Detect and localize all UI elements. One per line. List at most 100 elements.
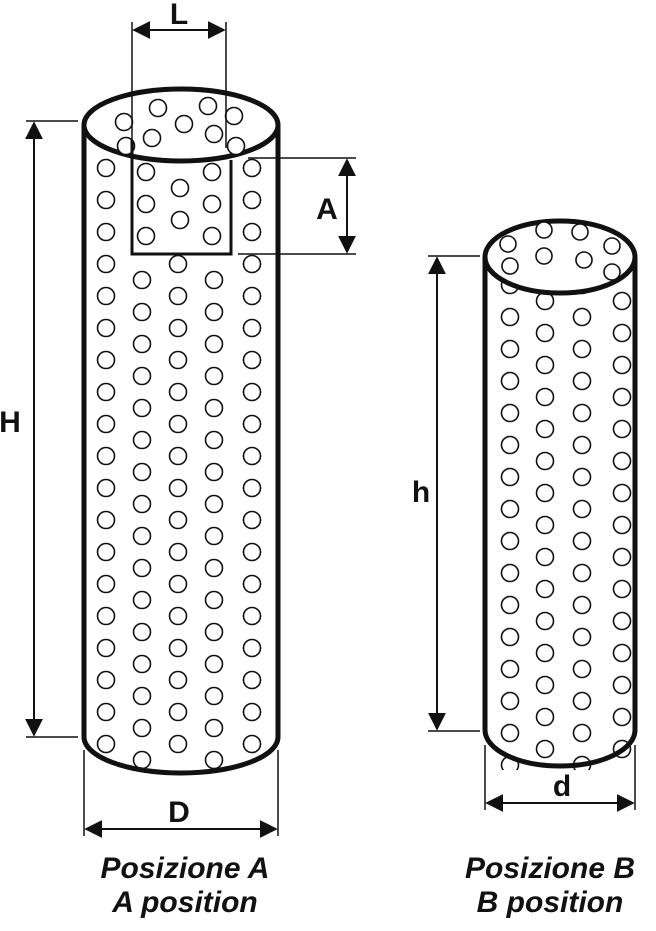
label-h-upper: H [0,406,21,439]
perforation-hole [242,542,262,562]
perforation-hole [174,114,194,134]
perforation-hole [168,702,188,722]
perforation-hole [242,670,262,690]
perforation-hole [535,579,555,599]
perforation-hole [96,318,116,338]
perforation-hole [132,334,152,354]
perforation-hole [132,526,152,546]
perforation-hole [242,702,262,722]
cylinder-b-top-rim [482,218,638,296]
perforation-hole [535,247,553,265]
perforation-hole [612,547,632,567]
perforation-hole [226,136,246,156]
perforation-hole [572,531,592,551]
perforation-hole [168,254,188,274]
perforation-hole [535,643,555,663]
perforation-hole [535,451,555,471]
perforation-hole [198,96,218,116]
perforation-hole [132,654,152,674]
perforation-hole [168,478,188,498]
perforation-hole [116,136,136,156]
cylinder-a [81,86,281,776]
perforation-hole [500,627,520,647]
perforation-hole [132,686,152,706]
perforation-hole [535,419,555,439]
perforation-hole [132,270,152,290]
perforation-hole [242,382,262,402]
perforation-hole [603,263,621,281]
dimension-d-lower: d [484,745,636,812]
perforation-hole [500,691,520,711]
caption-position-a: Posizione A A position [60,852,310,920]
perforation-hole [96,510,116,530]
perforation-hole [132,366,152,386]
perforation-hole [572,595,592,615]
perforation-hole [500,531,520,551]
perforation-hole [132,750,152,770]
perforation-hole [500,307,520,327]
perforation-hole [204,590,224,610]
perforation-hole [572,339,592,359]
perforation-hole [168,350,188,370]
label-a: A [316,193,338,226]
perforation-hole [242,414,262,434]
perforation-hole [96,478,116,498]
perforation-hole [96,286,116,306]
perforation-hole [168,286,188,306]
perforation-hole [204,750,224,770]
perforation-hole [204,334,224,354]
perforation-hole [170,210,190,230]
perforation-hole [114,112,134,132]
perforation-hole [204,622,224,642]
perforation-hole [96,382,116,402]
perforation-hole [168,446,188,466]
perforation-hole [500,467,520,487]
perforation-hole [535,739,555,759]
perforation-hole [202,162,222,182]
perforation-hole [535,611,555,631]
perforation-hole [96,542,116,562]
perforation-hole [204,462,224,482]
perforation-hole [96,702,116,722]
perforation-hole [500,563,520,583]
perforation-hole [612,579,632,599]
perforation-hole [612,643,632,663]
cylinder-a-inner-perforations [114,96,246,156]
cylinder-b-perforations [500,275,632,770]
perforation-hole [242,254,262,274]
perforation-hole [500,595,520,615]
perforation-hole [572,659,592,679]
perforation-hole [612,707,632,727]
caption-position-b: Posizione B B position [440,852,656,920]
perforation-hole [204,124,224,144]
perforation-hole [612,355,632,375]
perforation-hole [168,574,188,594]
perforation-hole [500,339,520,359]
cylinder-a-slot [130,140,233,256]
perforation-hole [96,190,116,210]
perforation-hole [242,446,262,466]
perforation-hole [242,158,262,178]
perforation-hole [96,670,116,690]
perforation-hole [136,226,156,246]
cylinder-b [482,218,638,770]
perforation-hole [612,323,632,343]
perforation-hole [500,499,520,519]
perforation-hole [572,723,592,743]
perforation-hole [132,302,152,322]
perforation-hole [535,707,555,727]
perforation-hole [168,382,188,402]
perforation-hole [572,435,592,455]
perforation-hole [168,638,188,658]
perforation-hole [204,494,224,514]
perforation-hole [132,462,152,482]
perforation-hole [148,98,168,118]
perforation-hole [96,350,116,370]
dimension-h-upper: H [0,120,78,738]
perforation-hole [204,270,224,290]
perforation-hole [168,318,188,338]
perforation-hole [142,128,162,148]
perforation-hole [96,574,116,594]
